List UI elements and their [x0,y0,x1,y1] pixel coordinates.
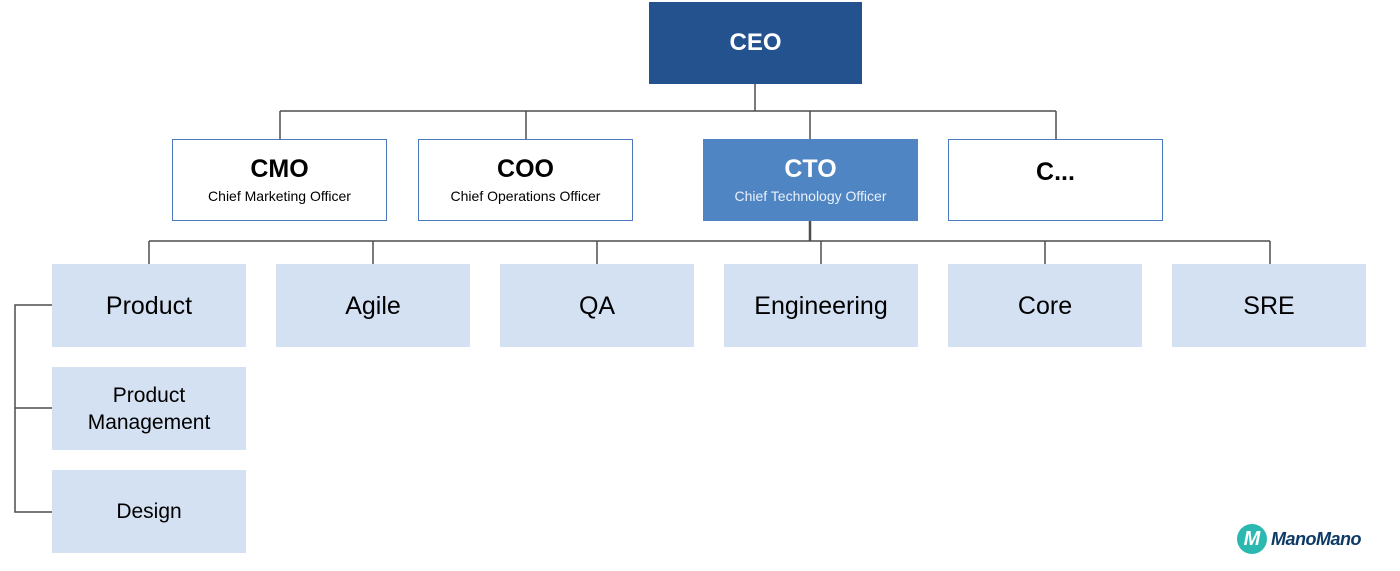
dept-sre-label: SRE [1243,291,1295,320]
coo-box: COO Chief Operations Officer [418,139,633,221]
cmo-title: CMO [250,155,309,183]
cmo-box: CMO Chief Marketing Officer [172,139,387,221]
manomano-logo-text: ManoMano [1271,528,1362,549]
coo-subtitle: Chief Operations Officer [450,188,601,204]
dept-agile-label: Agile [345,291,401,320]
c-other-box: C... [948,139,1163,221]
ceo-box: CEO [649,2,862,84]
dept-core-label: Core [1017,291,1073,320]
dept-product: Product [52,264,246,347]
subteam-design-label: Design [116,500,182,523]
dept-core: Core [948,264,1142,347]
manomano-logo: M ManoMano [1237,522,1362,556]
cto-subtitle: Chief Technology Officer [734,188,887,204]
subteam-product-management-label: Product Management [87,383,211,434]
c-other-title: C... [1036,158,1075,186]
dept-sre: SRE [1172,264,1366,347]
dept-engineering-label: Engineering [754,291,888,320]
subteam-design: Design [52,470,246,553]
dept-qa: QA [500,264,694,347]
dept-agile: Agile [276,264,470,347]
dept-qa-label: QA [578,291,616,320]
dept-engineering: Engineering [724,264,918,347]
cto-box: CTO Chief Technology Officer [703,139,918,221]
cmo-subtitle: Chief Marketing Officer [208,188,351,204]
ceo-title: CEO [729,29,782,56]
manomano-logo-icon: M [1237,524,1267,554]
coo-title: COO [497,155,554,183]
dept-product-label: Product [105,291,193,320]
subteam-product-management: Product Management [52,367,246,450]
cto-title: CTO [784,155,837,183]
